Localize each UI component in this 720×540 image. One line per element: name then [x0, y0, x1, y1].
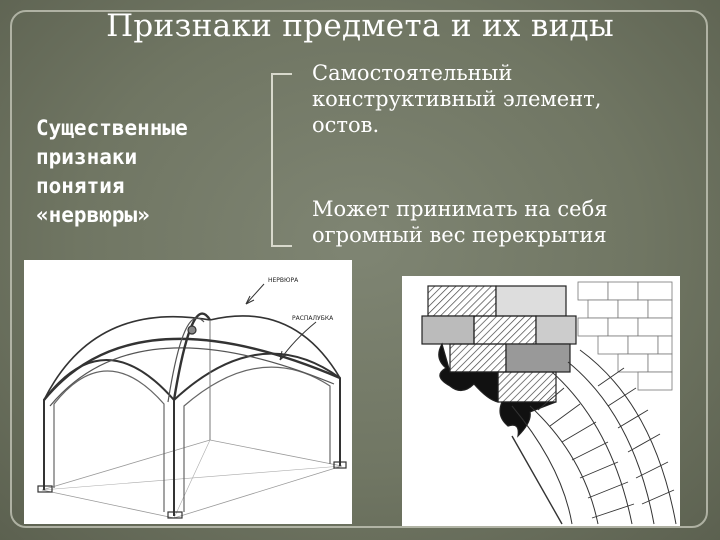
slide-frame — [10, 10, 708, 528]
feature-item: Самостоятельный конструктивный элемент, … — [312, 60, 712, 138]
concept-label-line: признаки — [36, 145, 138, 169]
rib-vault-illustration: НЕРВЮРА РАСПАЛУБКА — [24, 260, 352, 524]
features-list: Самостоятельный конструктивный элемент, … — [312, 60, 712, 247]
feature-line: конструктивный элемент, — [312, 87, 602, 111]
rib-section-illustration — [402, 276, 680, 526]
bracket-icon — [271, 73, 292, 247]
concept-label: Существенные признаки понятия «нервюры» — [36, 114, 256, 230]
feature-item: Может принимать на себя огромный вес пер… — [312, 196, 712, 248]
feature-line: Может принимать на себя — [312, 197, 608, 221]
feature-line: Самостоятельный — [312, 61, 513, 85]
feature-line: остов. — [312, 113, 380, 137]
feature-line: огромный вес перекрытия — [312, 223, 607, 247]
callout-web: РАСПАЛУБКА — [292, 315, 334, 322]
slide-title: Признаки предмета и их виды — [106, 8, 614, 44]
concept-label-line: Существенные — [36, 116, 188, 140]
concept-label-line: понятия — [36, 174, 125, 198]
callout-rib: НЕРВЮРА — [268, 277, 299, 284]
concept-label-line: «нервюры» — [36, 203, 150, 227]
